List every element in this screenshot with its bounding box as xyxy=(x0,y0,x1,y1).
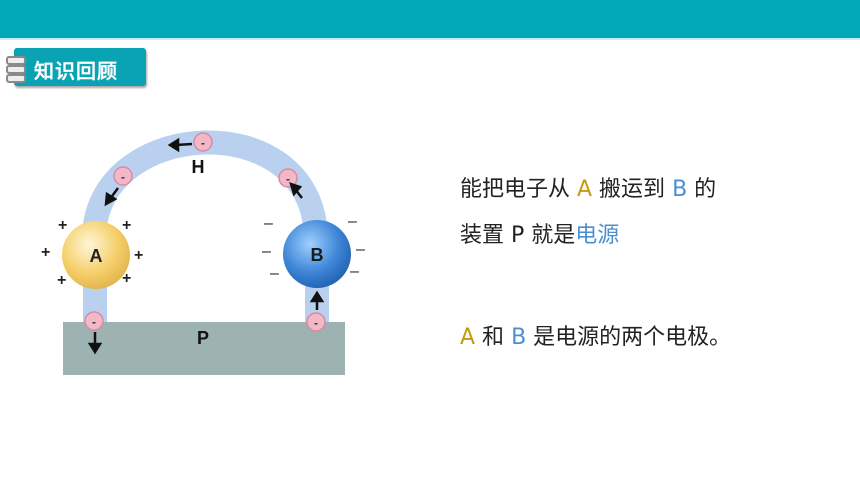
statement-line-3: A 和 B 是电源的两个电极。 xyxy=(460,319,731,351)
svg-text:-: - xyxy=(92,315,96,329)
electrode-a-label: A xyxy=(460,325,476,350)
text-segment: 能把电子从 xyxy=(460,177,577,202)
section-tag-label: 知识回顾 xyxy=(34,59,118,83)
arrow-up-left-icon xyxy=(289,182,303,199)
svg-text:-: - xyxy=(314,316,318,330)
binder-ring-icon xyxy=(6,65,26,74)
plus-sign: + xyxy=(122,217,131,234)
arrow-up-icon xyxy=(309,290,325,310)
binder-ring-icon xyxy=(6,74,26,83)
electron-icon: - xyxy=(306,312,326,332)
text-segment: 的 xyxy=(687,177,717,202)
power-source-p xyxy=(63,322,345,375)
electrode-b-label: B xyxy=(511,325,527,350)
label-b: B xyxy=(311,245,324,265)
text-segment: 是电源的两个电极。 xyxy=(526,325,732,350)
statement-line-1: 能把电子从 A 搬运到 B 的 xyxy=(460,171,716,203)
label-a: A xyxy=(90,246,103,266)
top-banner-divider xyxy=(0,38,860,40)
minus-sign: – xyxy=(262,243,271,260)
label-h: H xyxy=(192,157,205,177)
svg-text:-: - xyxy=(121,170,125,184)
electron-icon: - xyxy=(193,132,213,152)
text-segment: 装置 P 就是 xyxy=(460,223,576,248)
svg-text:-: - xyxy=(286,172,290,186)
plus-sign: + xyxy=(58,217,67,234)
text-segment: 搬运到 xyxy=(592,177,673,202)
section-tag xyxy=(14,48,146,86)
electron-icon: - xyxy=(84,311,104,331)
arrow-left-icon xyxy=(167,137,193,153)
binder-ring-icon xyxy=(6,56,26,65)
electrode-b-label: B xyxy=(672,177,688,202)
electron-icon: - xyxy=(278,168,298,188)
circuit-diagram: P A + + + + + + B – – – – – – H - - - - … xyxy=(41,130,365,375)
minus-sign: – xyxy=(356,241,365,258)
plus-sign: + xyxy=(41,244,50,261)
top-banner xyxy=(0,0,860,38)
electrode-a-label: A xyxy=(577,177,593,202)
minus-sign: – xyxy=(348,213,357,230)
minus-sign: – xyxy=(270,265,279,282)
arrow-down-left-icon xyxy=(104,187,120,207)
sphere-b xyxy=(283,220,351,288)
electron-icon: - xyxy=(113,166,133,186)
minus-sign: – xyxy=(350,263,359,280)
sphere-a xyxy=(62,221,130,289)
minus-sign: – xyxy=(264,215,273,232)
plus-sign: + xyxy=(122,270,131,287)
label-p: P xyxy=(197,328,209,348)
plus-sign: + xyxy=(57,272,66,289)
power-source-highlight: 电源 xyxy=(575,223,620,248)
statement-line-2: 装置 P 就是电源 xyxy=(460,217,619,249)
arrow-down-icon xyxy=(87,332,103,355)
plus-sign: + xyxy=(134,247,143,264)
text-segment: 和 xyxy=(475,325,512,350)
svg-text:-: - xyxy=(201,136,205,150)
